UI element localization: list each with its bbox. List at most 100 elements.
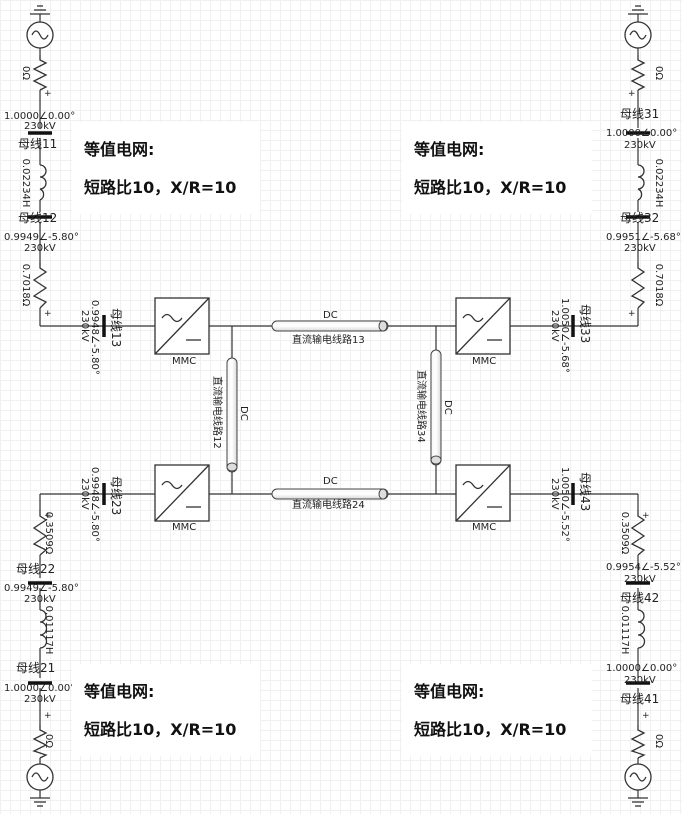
ac-source-icon[interactable] [26, 21, 54, 49]
bus-value: 1.0050∠-5.52° [559, 467, 570, 542]
plus-marker: + [642, 711, 650, 721]
inductor-icon[interactable] [39, 609, 48, 649]
plus-marker: + [628, 89, 636, 99]
dc-cable-12[interactable] [226, 357, 238, 473]
bus-name: 母线22 [16, 562, 55, 576]
resistor-icon[interactable] [32, 262, 48, 309]
resistor-label: 0.7018Ω [653, 264, 664, 307]
note-body: 短路比10，X/R=10 [414, 720, 567, 739]
bus-value: 1.0000∠0.00° [4, 111, 75, 122]
mmc-converter-icon[interactable] [154, 464, 210, 522]
inductor-label: 0.01117H [619, 606, 630, 655]
bus-kv: 230kV [79, 478, 90, 510]
resistor-label: 0Ω [20, 66, 31, 80]
dc-label: DC [323, 476, 338, 487]
bus-value: 1.0000∠0.00° [606, 128, 677, 139]
resistor-icon[interactable] [630, 725, 646, 759]
note-body: 短路比10，X/R=10 [414, 178, 567, 197]
resistor-icon[interactable] [630, 510, 646, 556]
dc-line-name: 直流输电线路12 [211, 376, 224, 449]
note-box: 等值电网: 短路比10，X/R=10 [72, 122, 260, 214]
bus-name: 母线33 [578, 304, 592, 343]
ac-source-icon[interactable] [26, 763, 54, 791]
resistor-label: 0.3509Ω [619, 512, 630, 555]
resistor-icon[interactable] [630, 55, 646, 91]
bus-name: 母线21 [16, 661, 55, 675]
dc-label: DC [442, 400, 453, 415]
resistors [32, 55, 646, 759]
bus-name: 母线42 [620, 591, 659, 605]
ac-source-icon[interactable] [624, 21, 652, 49]
bus-name: 母线13 [109, 308, 123, 347]
resistor-icon[interactable] [32, 725, 48, 759]
bus-value: 0.9949∠-5.80° [4, 232, 79, 243]
plus-marker: + [44, 511, 52, 521]
mmc-converter-icon[interactable] [455, 464, 511, 522]
resistor-label: 0.7018Ω [20, 264, 31, 307]
bus-kv: 230kV [624, 140, 656, 151]
bus-value: 0.9951∠-5.68° [606, 232, 681, 243]
note-box: 等值电网: 短路比10，X/R=10 [72, 664, 260, 756]
bus-value: 1.0050∠-5.68° [559, 298, 570, 373]
bus-kv: 230kV [624, 574, 656, 585]
inductor-label: 0.02234H [653, 159, 664, 208]
inductors [39, 164, 646, 649]
inductor-icon[interactable] [637, 164, 645, 201]
dc-cable-24[interactable] [271, 488, 389, 500]
note-title: 等值电网: [414, 682, 485, 701]
bus-value: 0.9954∠-5.52° [606, 562, 681, 573]
dc-cable-13[interactable] [271, 320, 389, 332]
bus-kv: 230kV [624, 243, 656, 254]
dc-cable-34[interactable] [430, 349, 442, 466]
mmc-label: MMC [172, 522, 196, 533]
bus-value: 1.0000∠0.00° [606, 663, 677, 674]
resistor-label: 0Ω [653, 734, 664, 748]
bus-kv: 230kV [79, 310, 90, 342]
bus-value: 0.9948∠-5.80° [89, 300, 100, 375]
note-title: 等值电网: [84, 682, 155, 701]
resistor-label: 0Ω [43, 734, 54, 748]
mmc-label: MMC [472, 356, 496, 367]
mmc-converter-icon[interactable] [154, 297, 210, 355]
bus-name: 母线32 [620, 211, 659, 225]
resistor-icon[interactable] [32, 510, 48, 556]
note-box: 等值电网: 短路比10，X/R=10 [402, 664, 592, 756]
bus-kv: 230kV [624, 675, 656, 686]
mmc-label: MMC [172, 356, 196, 367]
bus-kv: 230kV [549, 478, 560, 510]
bus-bars [28, 131, 650, 685]
converters [154, 297, 511, 522]
bus-name: 母线23 [109, 476, 123, 515]
bus-kv: 230kV [24, 594, 56, 605]
dc-label: DC [323, 310, 338, 321]
bus-value: 0.9948∠-5.80° [89, 467, 100, 542]
dc-line-name: 直流输电线路13 [292, 333, 365, 346]
bus-value: 0.9949∠-5.80° [4, 583, 79, 594]
resistor-label: 0Ω [653, 66, 664, 80]
resistor-icon[interactable] [32, 55, 48, 91]
bus-name: 母线43 [578, 472, 592, 511]
inductor-icon[interactable] [39, 164, 47, 201]
note-title: 等值电网: [414, 140, 485, 159]
bus-name: 母线41 [620, 692, 659, 706]
bus-name: 母线12 [18, 211, 57, 225]
note-title: 等值电网: [84, 140, 155, 159]
mmc-converter-icon[interactable] [455, 297, 511, 355]
ground-symbols [30, 5, 648, 807]
ac-sources [26, 21, 652, 791]
resistor-icon[interactable] [630, 262, 646, 309]
bus-name: 母线31 [620, 107, 659, 121]
bus-name: 母线11 [18, 137, 57, 151]
note-box: 等值电网: 短路比10，X/R=10 [402, 122, 592, 214]
inductor-icon[interactable] [637, 609, 646, 649]
dc-line-name: 直流输电线路34 [415, 370, 428, 443]
bus-kv: 230kV [24, 121, 56, 132]
inductor-label: 0.01117H [43, 606, 54, 655]
ac-source-icon[interactable] [624, 763, 652, 791]
bus-kv: 230kV [549, 310, 560, 342]
plus-marker: + [44, 89, 52, 99]
polarity-markers: + + + + + + + + [44, 89, 650, 721]
plus-marker: + [44, 309, 52, 319]
